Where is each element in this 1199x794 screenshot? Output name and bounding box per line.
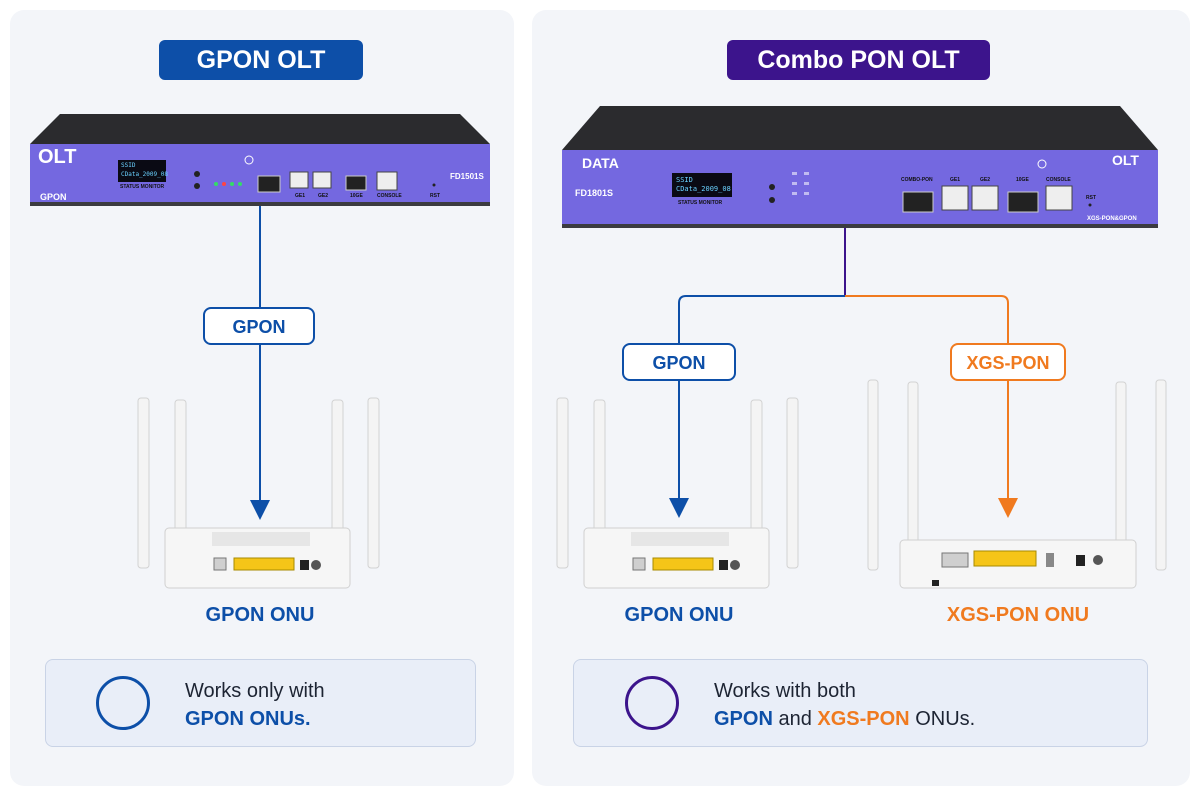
gpon-olt-device <box>30 114 490 206</box>
gpon-note-text: Works only with GPON ONUs. <box>185 677 325 733</box>
olt-display-caption-left: STATUS MONITOR <box>120 184 165 190</box>
olt-brand-left: OLT <box>38 146 77 168</box>
olt-variant-right: XGS-PON&GPON <box>1087 216 1137 222</box>
port-rst-right: RST <box>1086 195 1096 201</box>
combo-note-end: ONUs. <box>909 708 976 730</box>
port-console-right: CONSOLE <box>1046 177 1071 183</box>
port-ge2-right: GE2 <box>980 177 991 183</box>
port-ge1-left: GE1 <box>295 193 306 199</box>
combo-note-line1: Works with both <box>714 680 856 702</box>
check-circle-left <box>96 676 150 730</box>
combo-note-text: Works with both GPON and XGS-PON ONUs. <box>714 677 975 733</box>
combo-note-xgs: XGS-PON <box>817 708 910 730</box>
combo-gpon-branch <box>669 295 845 518</box>
port-combo-right: COMBO-PON <box>901 177 933 183</box>
port-console-left: CONSOLE <box>377 193 402 199</box>
olt-display-right-line2: CData_2009_08 <box>676 185 731 193</box>
combo-note-gpon: GPON <box>714 708 773 730</box>
gpon-tag-left: GPON <box>203 307 315 345</box>
olt-display-right-line1: SSID <box>676 176 693 184</box>
gpon-note-line2: GPON ONUs. <box>185 708 311 730</box>
gpon-note-line1: Works only with <box>185 680 325 702</box>
xgs-pon-onu-router <box>867 379 1167 589</box>
gpon-onu-label-right: GPON ONU <box>624 604 734 626</box>
port-10ge-right: 10GE <box>1016 177 1029 183</box>
port-ge1-right: GE1 <box>950 177 961 183</box>
gpon-onu-router-right <box>556 397 799 589</box>
port-ge2-left: GE2 <box>318 193 329 199</box>
gpon-tag-right: GPON <box>622 343 736 381</box>
port-rst-left: RST <box>430 193 440 199</box>
combo-pon-olt-title: Combo PON OLT <box>727 40 990 80</box>
olt-display-left-line2: CData_2009_08 <box>121 171 168 178</box>
combo-note-and: and <box>772 708 818 730</box>
check-circle-right <box>625 676 679 730</box>
olt-display-caption-right: STATUS MONITOR <box>678 200 723 206</box>
olt-model-left: FD1501S <box>450 172 484 181</box>
xgs-pon-onu-label: XGS-PON ONU <box>946 604 1090 626</box>
cdata-logo: DATA <box>582 155 619 171</box>
combo-pon-olt-device <box>562 106 1158 228</box>
gpon-note-box <box>45 659 476 747</box>
gpon-olt-title: GPON OLT <box>159 40 363 80</box>
gpon-onu-label-left: GPON ONU <box>205 604 315 626</box>
port-10ge-left: 10GE <box>350 193 363 199</box>
olt-brand-right: OLT <box>1112 152 1139 168</box>
olt-variant-left: GPON <box>40 192 67 202</box>
olt-display-left-line1: SSID <box>121 162 136 169</box>
gpon-onu-router-left <box>137 397 380 589</box>
olt-model-right: FD1801S <box>575 188 614 198</box>
combo-xgs-branch <box>845 295 1018 518</box>
xgs-pon-tag: XGS-PON <box>950 343 1066 381</box>
